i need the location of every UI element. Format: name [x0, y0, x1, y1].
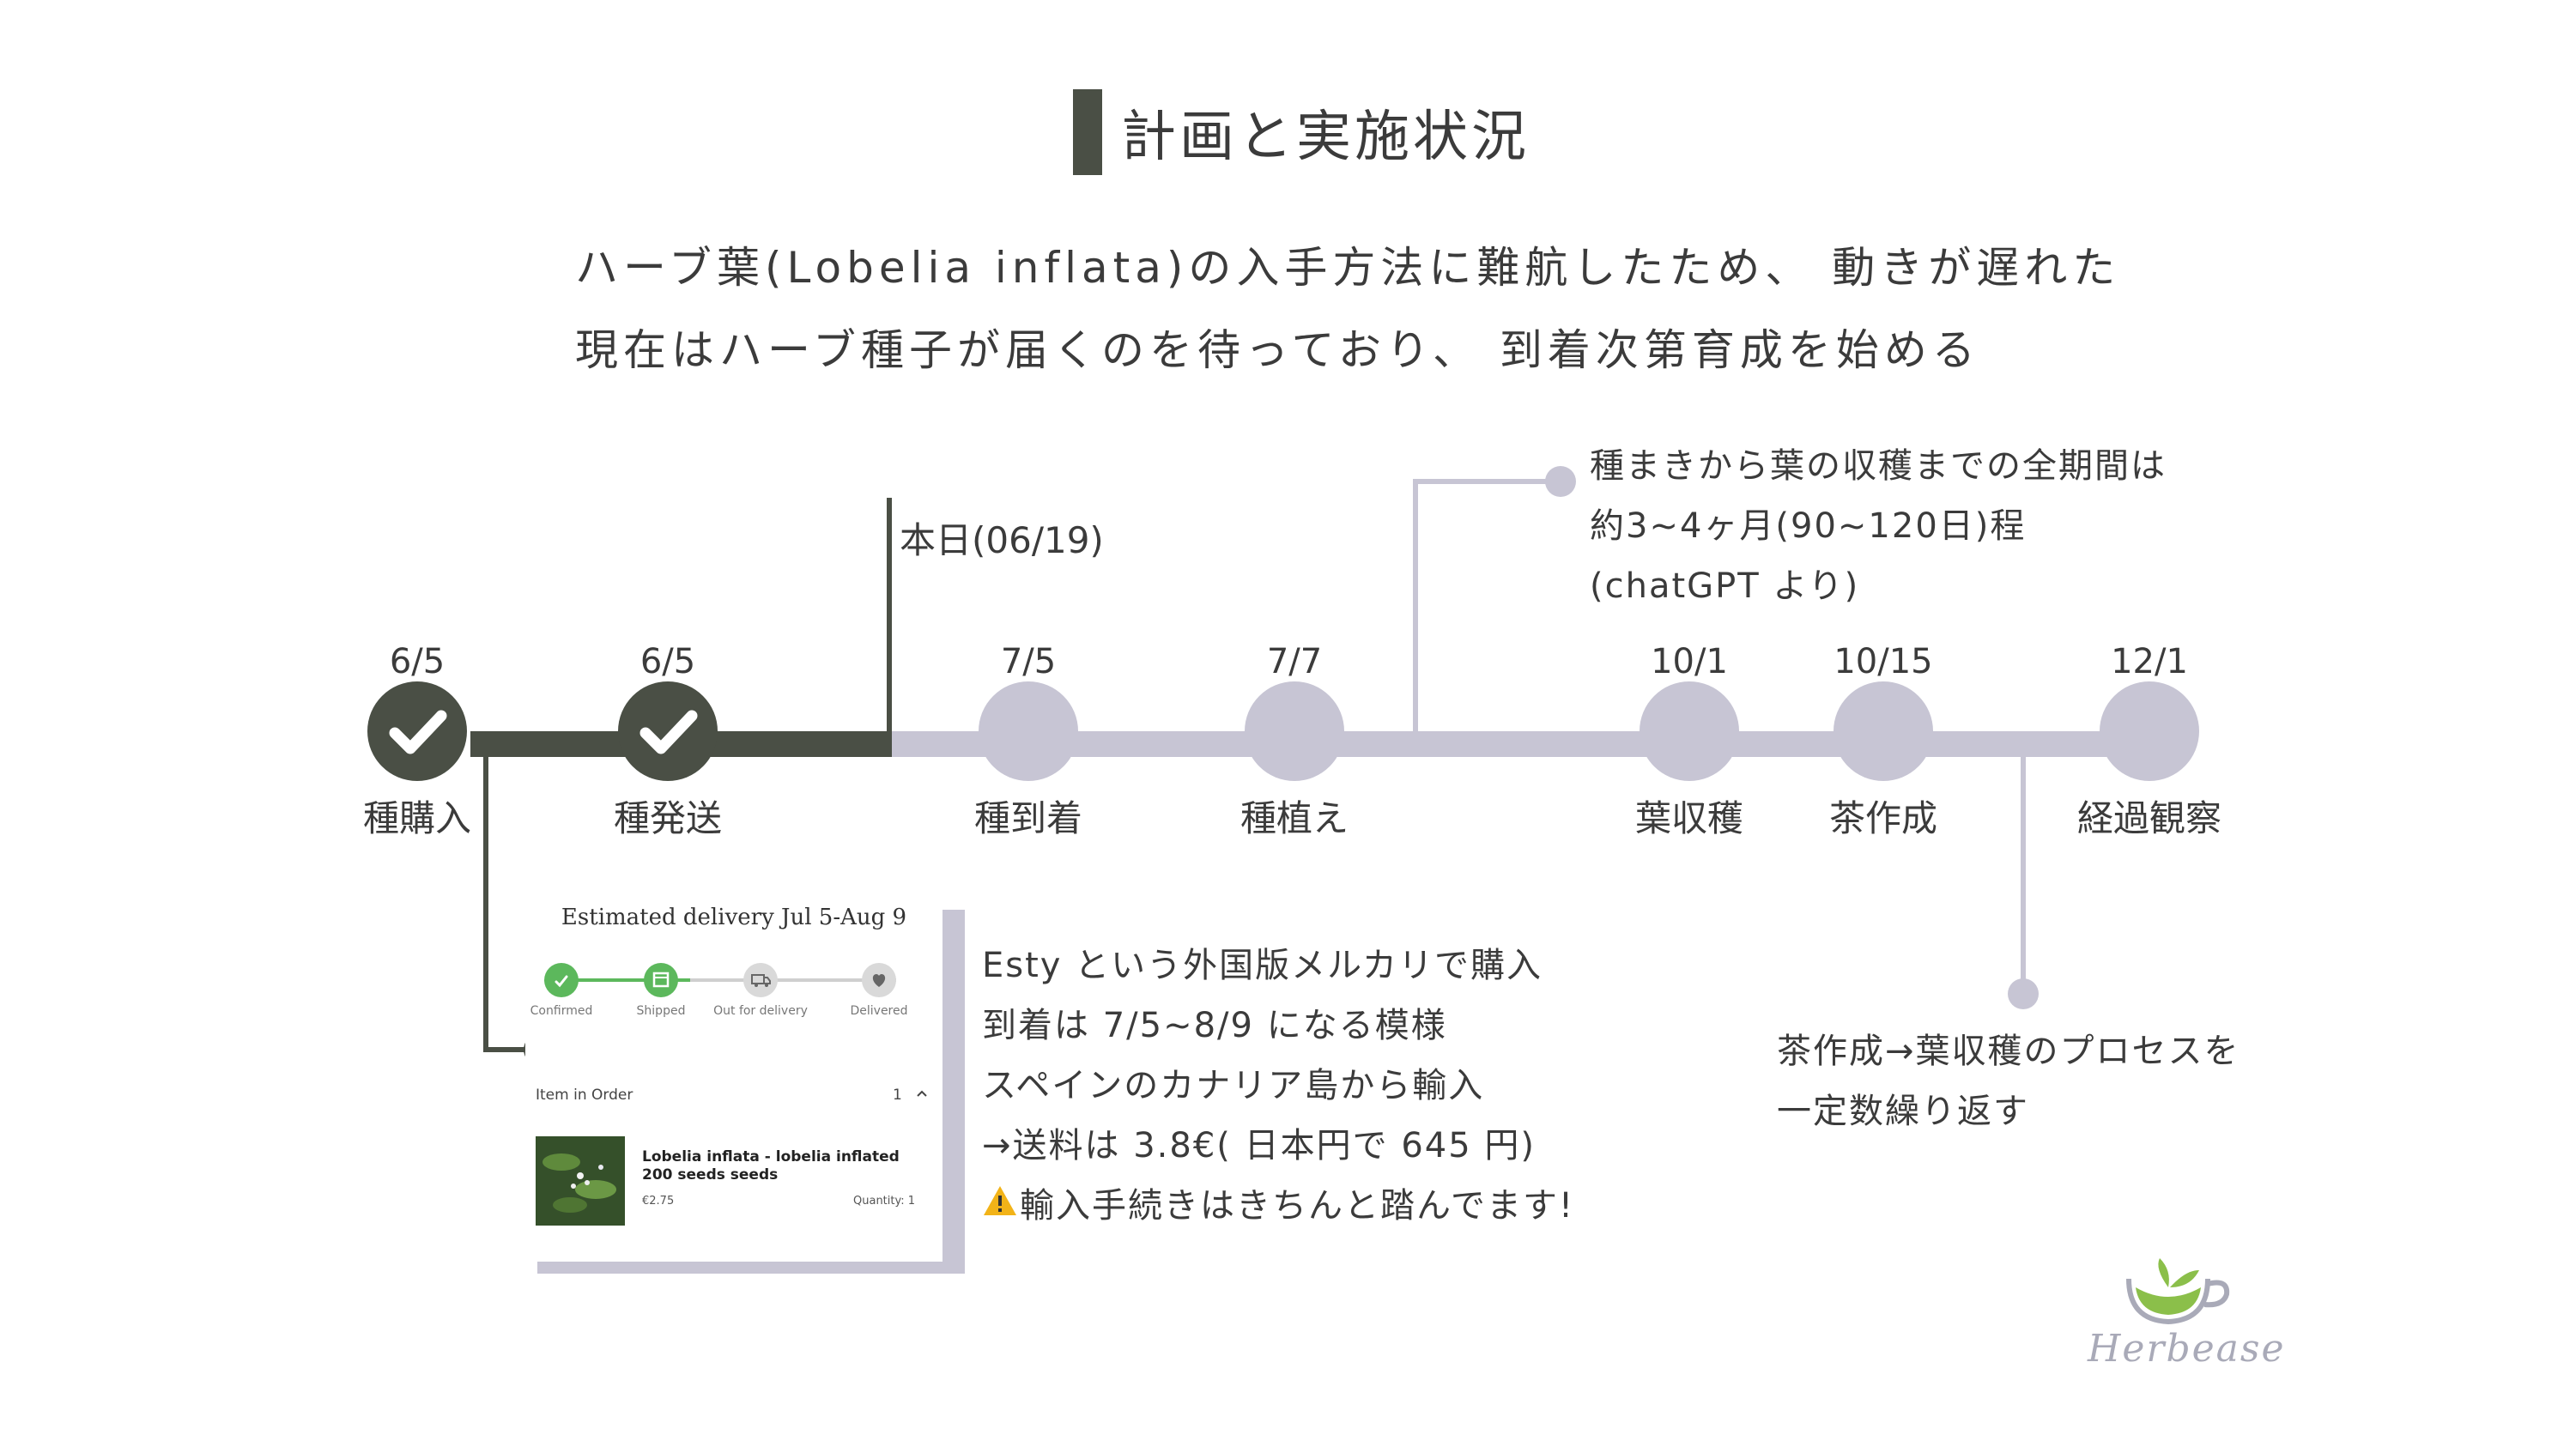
confirmed-step-icon: [544, 963, 579, 997]
milestone-label: 種発送: [613, 797, 722, 839]
product-price: €2.75: [642, 1195, 675, 1208]
herbease-logo-cup-icon: [2120, 1253, 2240, 1335]
period-note-line-3: (chatGPT より): [1590, 566, 1860, 606]
product-quantity: Quantity: 1: [853, 1195, 916, 1208]
period-note-line-2: 約3~4ヶ月(90~120日)程: [1590, 506, 2027, 546]
milestone-date: 12/1: [2111, 642, 2188, 681]
today-label: 本日(06/19): [900, 519, 1104, 561]
order-delivery-title: Estimated delivery Jul 5-Aug 9: [561, 905, 907, 930]
purchase-note-line-2: 到着は 7/5~8/9 になる模様: [982, 1006, 1447, 1045]
milestone-marker: [1834, 681, 1933, 781]
milestone-date: 10/15: [1834, 642, 1933, 681]
product-name[interactable]: Lobelia inflata - lobelia inflated 200 s…: [642, 1148, 900, 1184]
period-connector-dot: [1545, 466, 1576, 497]
product-image: [536, 1136, 625, 1226]
heart-step-icon: [862, 963, 896, 997]
timeline-remaining-bar: [889, 731, 2146, 757]
intro-line-1: ハーブ葉(Lobelia inflata)の入手方法に難航したため、 動きが遅れ…: [575, 243, 2121, 293]
milestone-date: 7/5: [1000, 642, 1057, 681]
period-connector-vertical: [1413, 479, 1418, 736]
order-progress-todo: [690, 978, 896, 982]
milestone-label: 茶作成: [1828, 797, 1937, 839]
purchase-note-line-3: スペインのカナリア島から輸入: [982, 1066, 1485, 1105]
period-connector-horizontal: [1413, 479, 1564, 484]
repeat-note-line-2: 一定数繰り返す: [1777, 1092, 2029, 1131]
step-label-confirmed: Confirmed: [530, 1004, 593, 1018]
item-count: 1: [893, 1087, 902, 1104]
milestone-marker-done: [618, 681, 718, 781]
truck-step-icon: [743, 963, 778, 997]
milestone-marker: [1640, 681, 1739, 781]
today-marker-line: [887, 498, 892, 757]
milestone-marker: [1245, 681, 1344, 781]
repeat-connector-dot: [2008, 978, 2039, 1009]
check-icon: [639, 710, 698, 754]
milestone-label: 葉収穫: [1634, 797, 1743, 839]
purchase-note-line-1: Esty という外国版メルカリで購入: [982, 946, 1543, 985]
repeat-connector-line: [2021, 747, 2026, 996]
milestone-marker: [979, 681, 1078, 781]
page-title: 計画と実施状況: [1121, 106, 1530, 169]
order-connector-horizontal: [483, 1047, 536, 1052]
check-icon: [389, 710, 447, 754]
purchase-note-line-5: 輸入手続きはきちんと踏んでます!: [1020, 1186, 1575, 1226]
milestone-marker-done: [367, 681, 467, 781]
intro-line-2: 現在はハーブ種子が届くのを待っており、 到着次第育成を始める: [575, 325, 1980, 375]
purchase-note-line-4: →送料は 3.8€( 日本円で 645 円): [982, 1126, 1536, 1165]
milestone-label: 種植え: [1240, 797, 1349, 839]
milestone-date: 6/5: [389, 642, 445, 681]
order-screenshot: Estimated delivery Jul 5-Aug 9 Confirmed…: [525, 898, 943, 1262]
warning-icon: [982, 1184, 1018, 1217]
herbease-logo-text: Herbease: [2088, 1327, 2286, 1371]
milestone-marker: [2100, 681, 2199, 781]
milestone-date: 7/7: [1266, 642, 1323, 681]
item-in-order-heading: Item in Order: [536, 1087, 633, 1104]
order-progress-done: [561, 978, 690, 982]
chevron-up-icon[interactable]: [913, 1085, 930, 1102]
milestone-date: 6/5: [639, 642, 696, 681]
repeat-note-line-1: 茶作成→葉収穫のプロセスを: [1777, 1032, 2240, 1071]
shipped-step-icon: [644, 963, 678, 997]
period-note-line-1: 種まきから葉の収穫までの全期間は: [1590, 446, 2167, 486]
step-label-delivered: Delivered: [850, 1004, 908, 1018]
milestone-date: 10/1: [1651, 642, 1728, 681]
step-label-shipped: Shipped: [636, 1004, 686, 1018]
milestone-label: 経過観察: [2076, 797, 2221, 839]
order-connector-vertical: [483, 747, 488, 1052]
milestone-label: 種購入: [362, 797, 471, 839]
step-label-out-for-delivery: Out for delivery: [713, 1004, 808, 1018]
title-accent-bar: [1073, 89, 1102, 175]
milestone-label: 種到着: [973, 797, 1082, 839]
